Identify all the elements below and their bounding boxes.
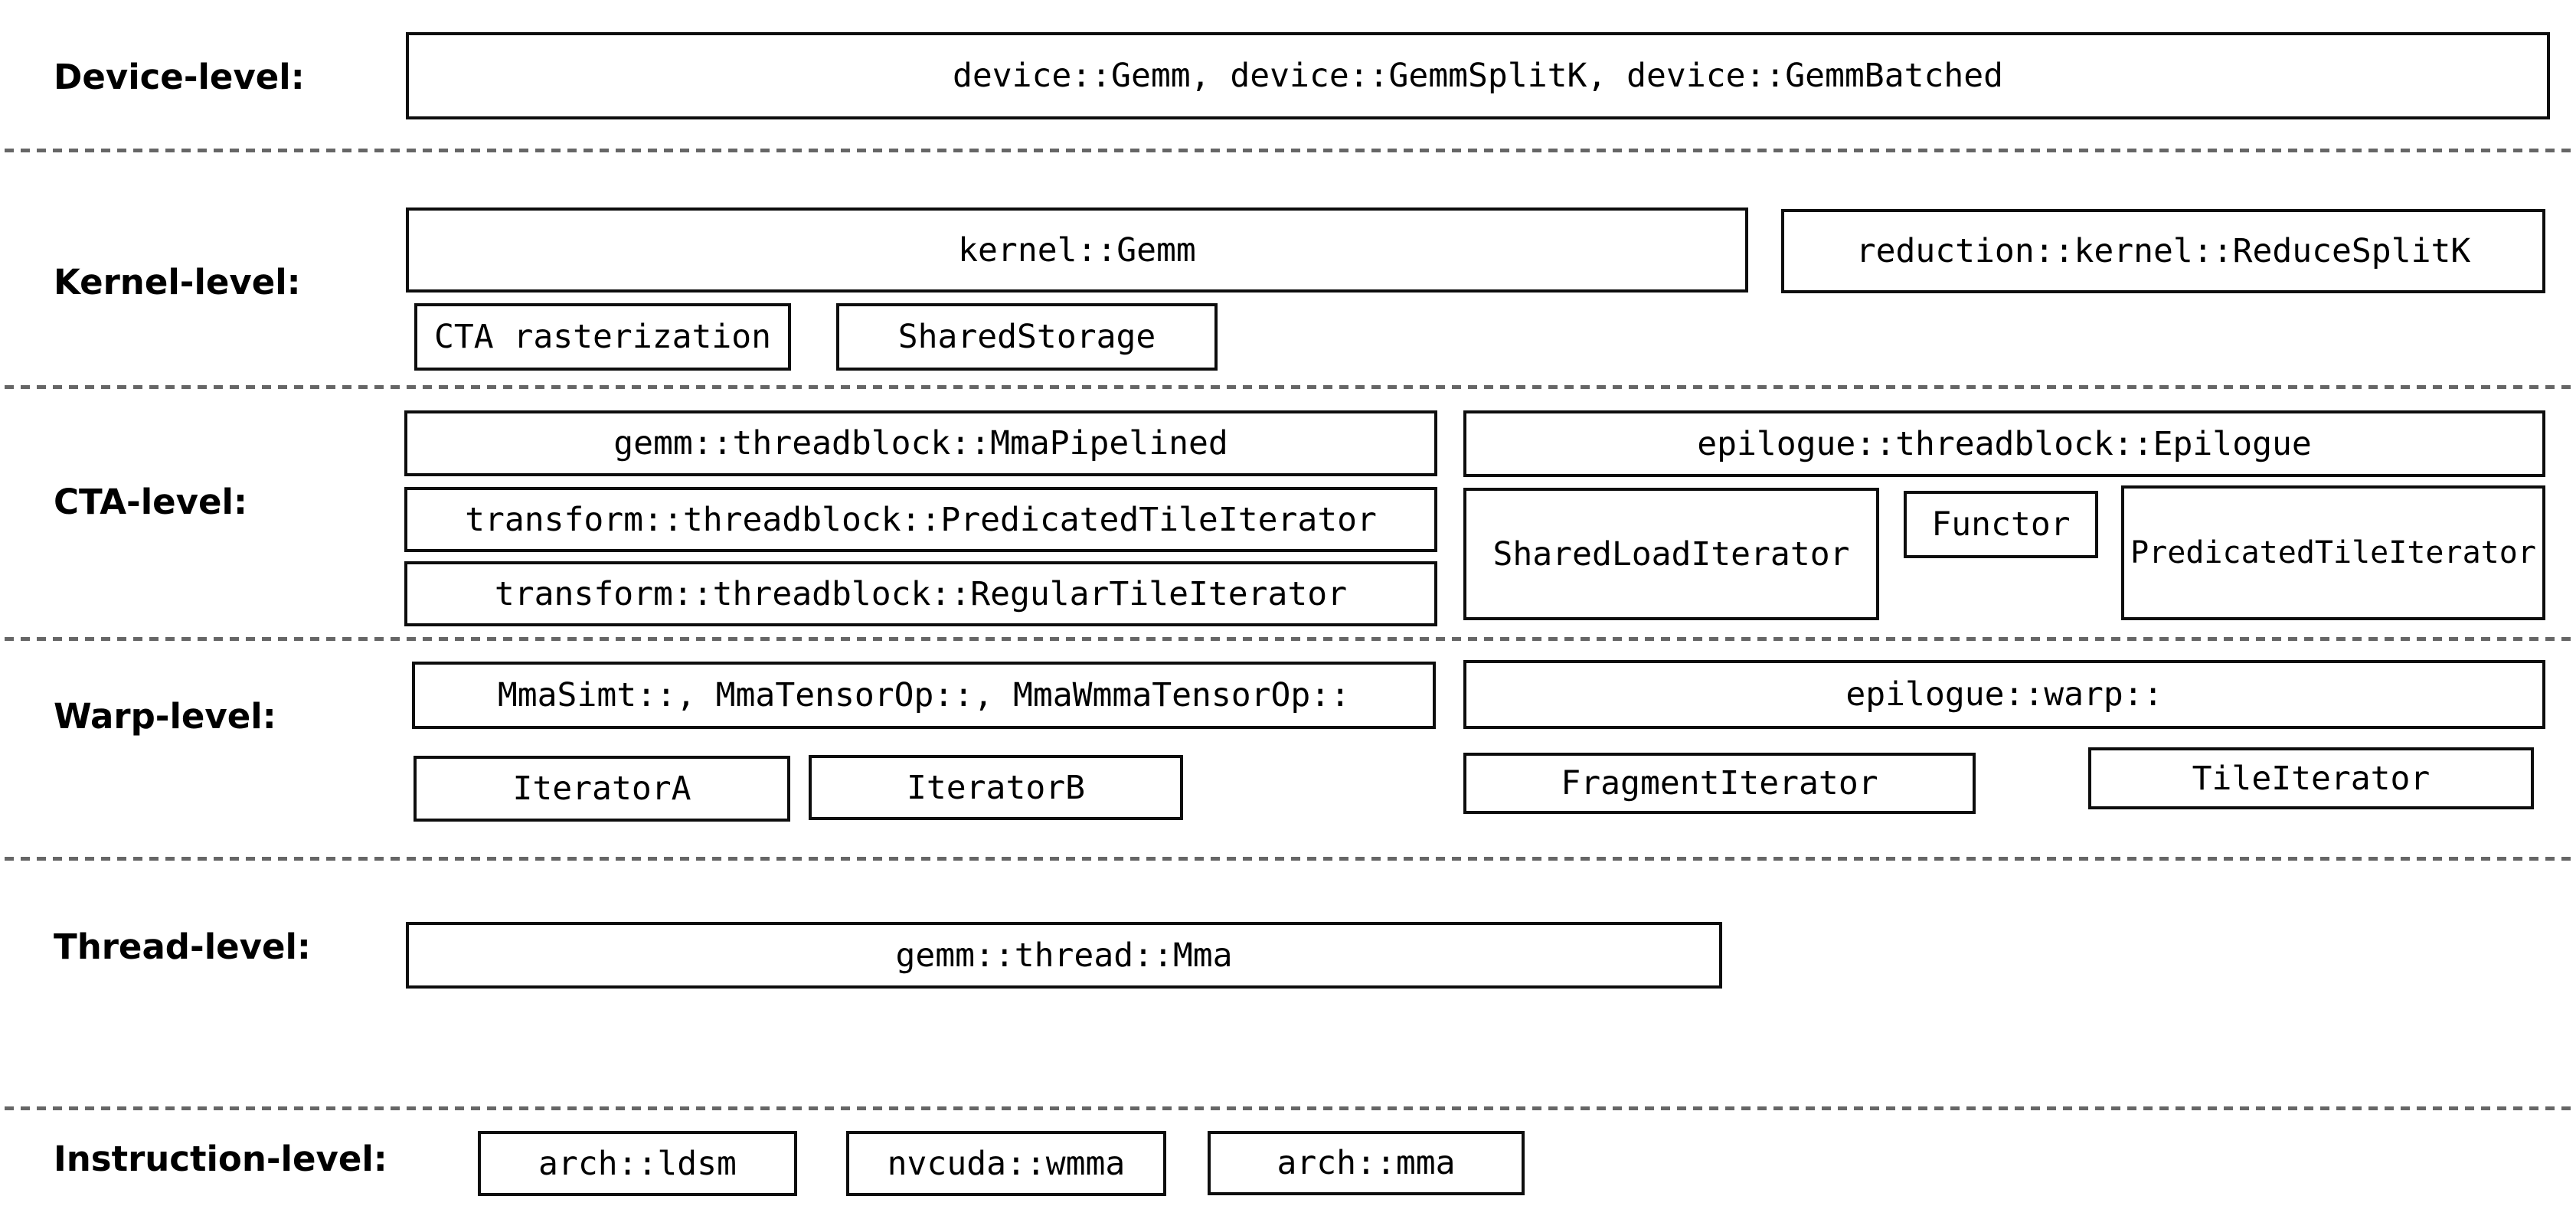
box-device-gemm: device::Gemm, device::GemmSplitK, device… [406,32,2550,119]
box-arch-ldsm: arch::ldsm [478,1131,797,1196]
level-label-instruction: Instruction-level: [54,1138,387,1179]
box-fragment-iterator: FragmentIterator [1463,753,1976,814]
box-kernel-gemm: kernel::Gemm [406,208,1748,292]
separator-warp-thread [5,857,2571,861]
box-shared-storage: SharedStorage [836,303,1218,371]
box-transform-predicated-tile-iterator: transform::threadblock::PredicatedTileIt… [404,487,1437,552]
level-label-kernel: Kernel-level: [54,261,301,302]
separator-device-kernel [5,149,2571,152]
box-epilogue-threadblock-epilogue: epilogue::threadblock::Epilogue [1463,410,2545,477]
level-label-device: Device-level: [54,56,305,97]
box-epilogue-warp: epilogue::warp:: [1463,660,2545,729]
box-nvcuda-wmma: nvcuda::wmma [846,1131,1166,1196]
box-iterator-b: IteratorB [809,755,1183,820]
box-predicated-tile-iterator: PredicatedTileIterator [2121,485,2545,620]
box-gemm-threadblock-mma-pipelined: gemm::threadblock::MmaPipelined [404,410,1437,476]
box-shared-load-iterator: SharedLoadIterator [1463,488,1879,620]
separator-kernel-cta [5,385,2571,389]
separator-thread-instruction [5,1106,2571,1110]
box-warp-mma-variants: MmaSimt::, MmaTensorOp::, MmaWmmaTensorO… [412,662,1436,729]
separator-cta-warp [5,637,2571,641]
box-tile-iterator: TileIterator [2088,747,2534,809]
box-arch-mma: arch::mma [1208,1131,1525,1195]
box-cta-rasterization: CTA rasterization [414,303,791,371]
box-functor: Functor [1904,491,2098,558]
level-label-warp: Warp-level: [54,695,276,737]
level-label-cta: CTA-level: [54,481,247,522]
box-reduction-kernel-reduce-splitk: reduction::kernel::ReduceSplitK [1781,209,2545,293]
box-transform-regular-tile-iterator: transform::threadblock::RegularTileItera… [404,561,1437,626]
box-gemm-thread-mma: gemm::thread::Mma [406,922,1722,989]
level-label-thread: Thread-level: [54,926,311,967]
box-iterator-a: IteratorA [414,756,790,822]
